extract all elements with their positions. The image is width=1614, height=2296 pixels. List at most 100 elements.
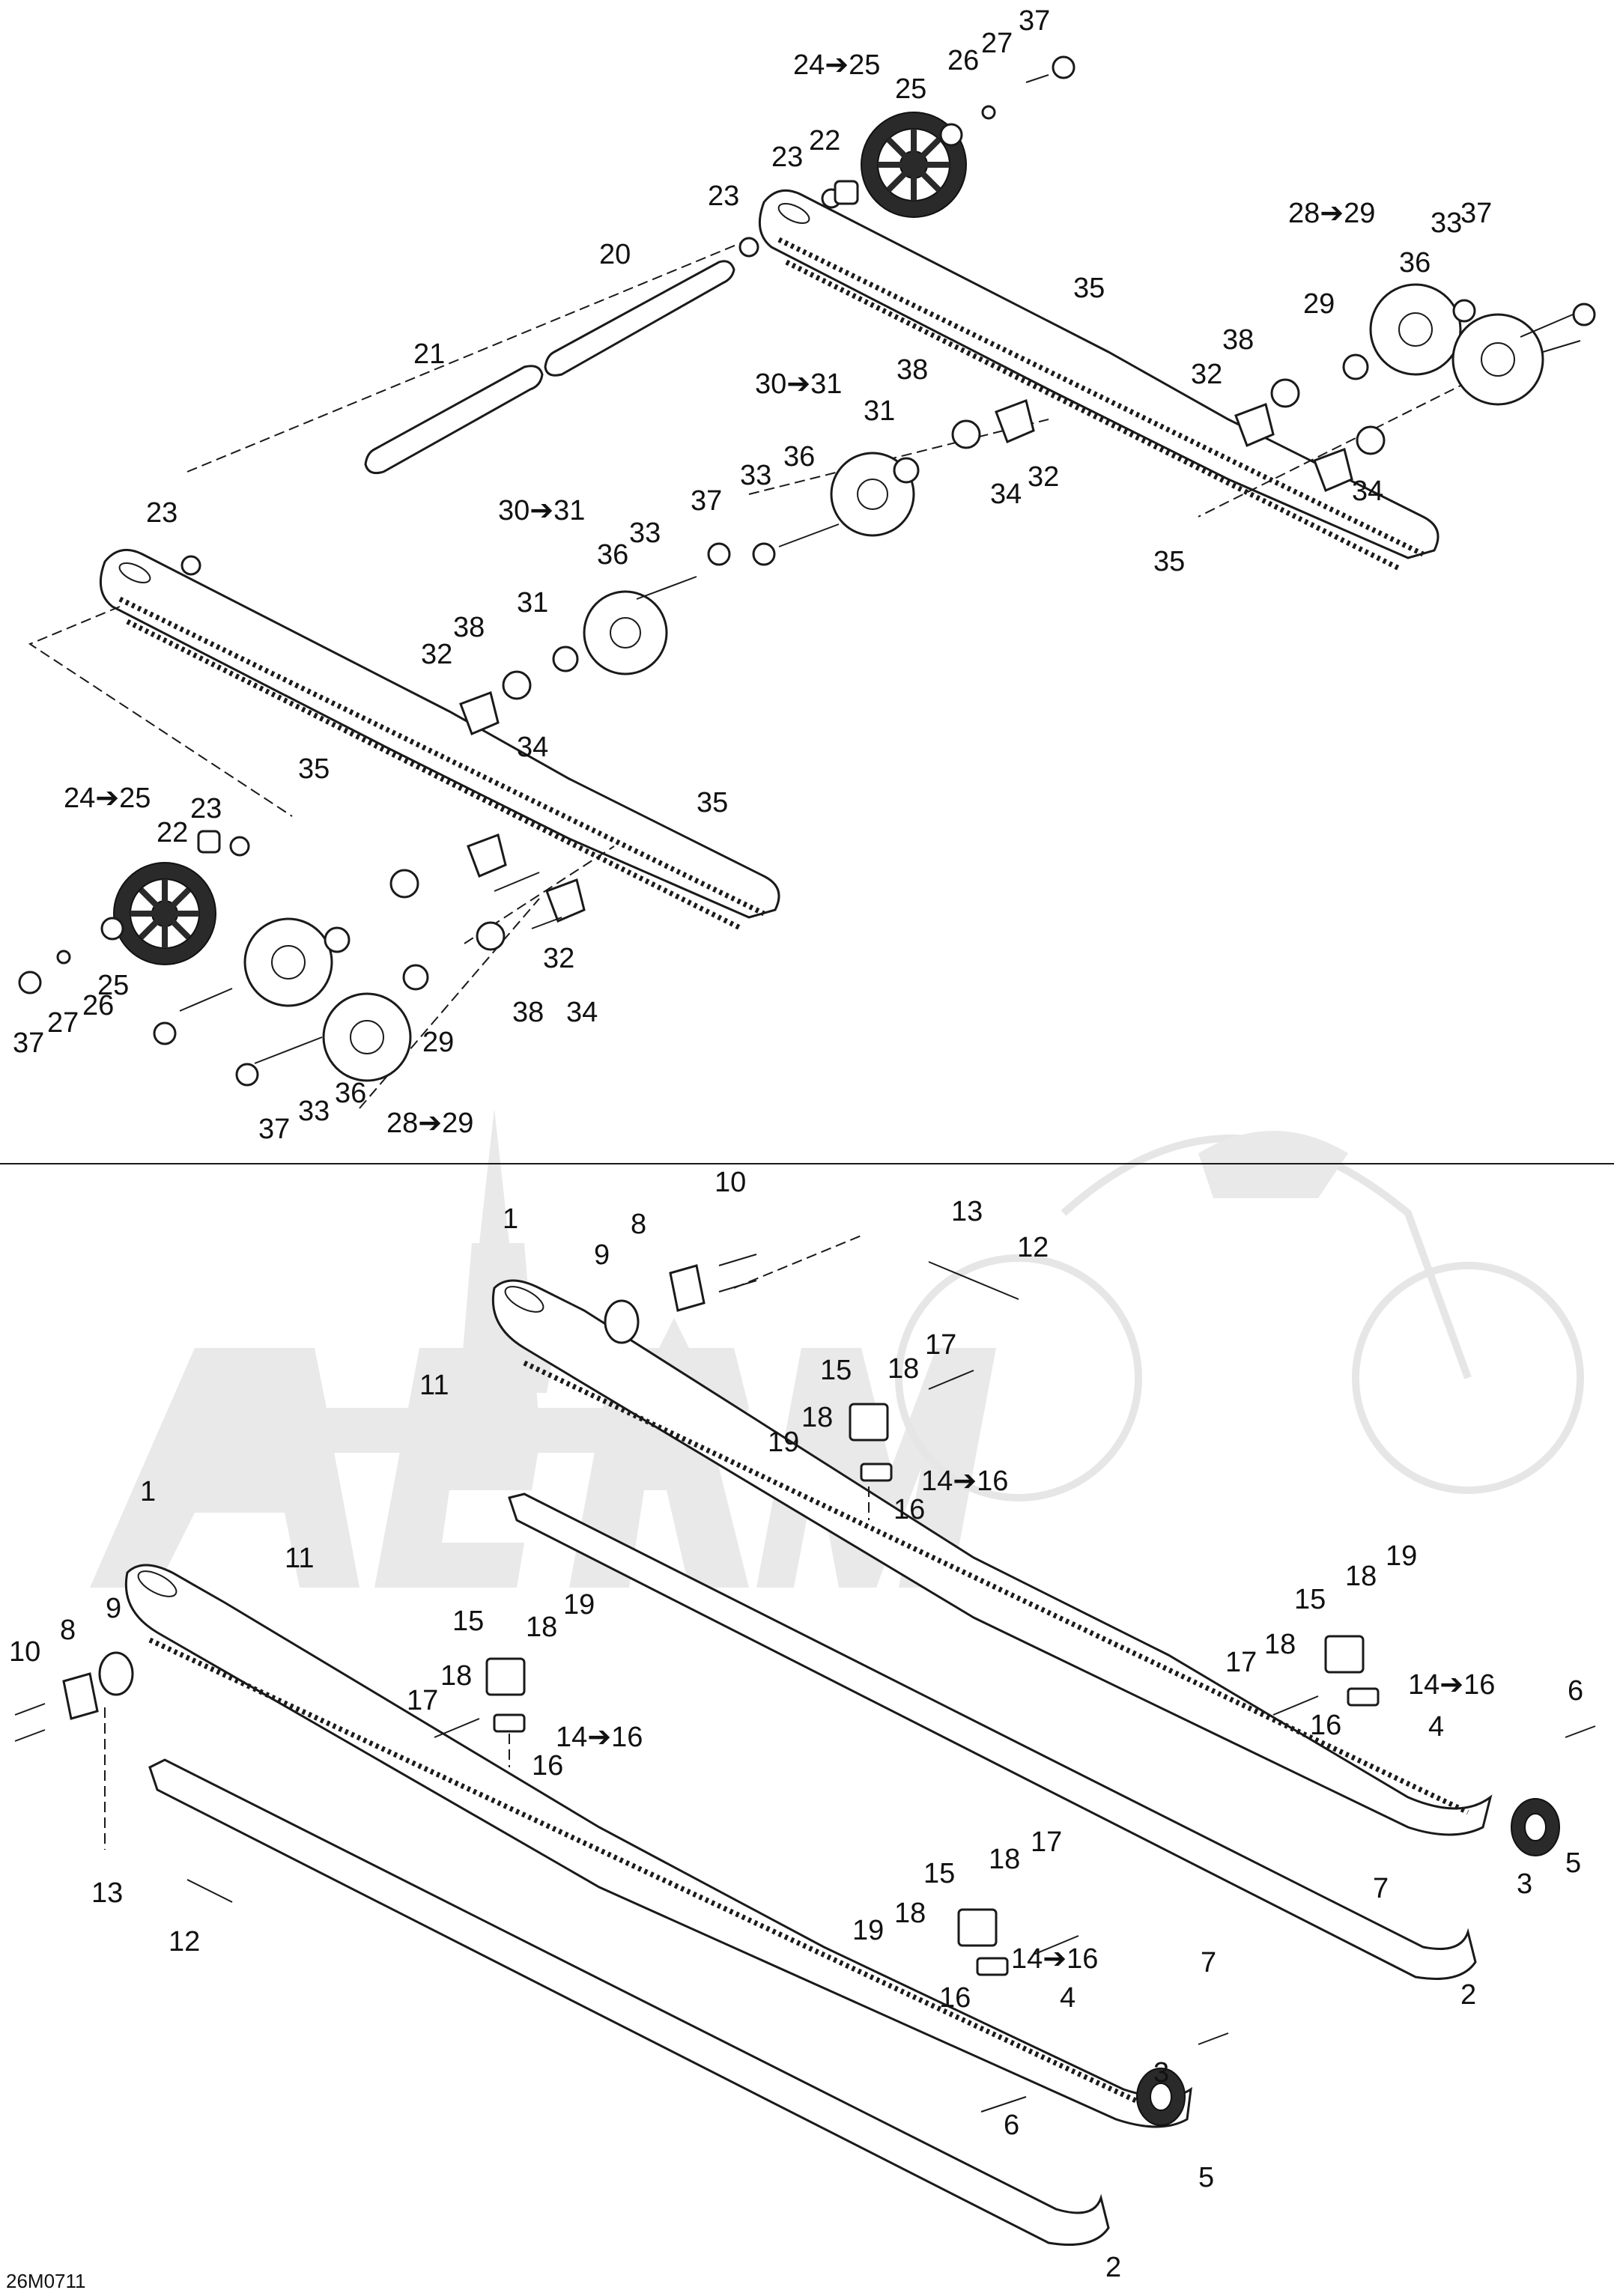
callout: 22 bbox=[157, 817, 188, 848]
callout: 24➔25 bbox=[793, 49, 880, 81]
callout: 23 bbox=[708, 180, 739, 212]
wear-strip-upper bbox=[508, 1492, 1477, 1980]
callout: 9 bbox=[594, 1239, 610, 1271]
callout: 31 bbox=[517, 587, 548, 619]
idler-wheel-top bbox=[861, 112, 967, 218]
upper-rail-left bbox=[99, 548, 780, 932]
callout: 14➔16 bbox=[921, 1466, 1008, 1497]
callout: 30➔31 bbox=[755, 368, 842, 400]
callout: 3 bbox=[1517, 1868, 1532, 1900]
callout: 7 bbox=[1373, 1873, 1389, 1904]
callout: 32 bbox=[1028, 461, 1059, 493]
callout: 7 bbox=[1201, 1947, 1216, 1978]
callout: 18 bbox=[1264, 1629, 1296, 1660]
callout: 38 bbox=[1222, 324, 1254, 356]
drawing-code: 26M0711 bbox=[6, 2270, 86, 2292]
callout: 2 bbox=[1460, 1979, 1476, 2011]
callout: 1 bbox=[140, 1476, 156, 1507]
callout: 36 bbox=[1399, 247, 1431, 279]
assembly-line bbox=[748, 419, 1049, 495]
callout: 35 bbox=[1073, 273, 1105, 304]
callout: 10 bbox=[9, 1636, 40, 1668]
callout: 33 bbox=[740, 460, 771, 491]
callout: 37 bbox=[1019, 5, 1050, 37]
brackets-32 bbox=[459, 399, 1353, 923]
callout: 38 bbox=[512, 997, 544, 1028]
callout: 11 bbox=[285, 1543, 314, 1574]
callouts-lower: 1 8 10 9 11 13 12 17 18 15 19 18 14➔16 1… bbox=[9, 1167, 1583, 2283]
callouts-upper: 24➔25 25 26 27 37 23 22 23 20 21 23 28➔2… bbox=[13, 5, 1492, 1145]
callout: 12 bbox=[1017, 1232, 1049, 1263]
callout: 17 bbox=[925, 1329, 956, 1361]
callout: 31 bbox=[864, 395, 895, 427]
callout: 17 bbox=[1225, 1647, 1257, 1678]
callout: 34 bbox=[1352, 476, 1383, 507]
callout: 32 bbox=[1191, 359, 1222, 390]
upper-rail-right bbox=[758, 189, 1439, 572]
callout: 33 bbox=[629, 517, 661, 549]
callout: 14➔16 bbox=[1011, 1943, 1098, 1975]
callout: 16 bbox=[1310, 1710, 1341, 1741]
callout: 35 bbox=[1153, 546, 1185, 577]
callout: 27 bbox=[47, 1007, 79, 1039]
callout: 19 bbox=[852, 1915, 884, 1946]
assembly-line bbox=[1198, 381, 1469, 517]
callout: 14➔16 bbox=[1408, 1669, 1495, 1701]
slide-rail-upper-right bbox=[491, 1279, 1493, 1836]
callout: 15 bbox=[1294, 1584, 1326, 1615]
callout: 16 bbox=[894, 1494, 925, 1525]
callout: 8 bbox=[60, 1615, 76, 1646]
callout: 22 bbox=[809, 125, 840, 157]
slide-rail-lower-left bbox=[124, 1564, 1192, 2128]
callout: 18 bbox=[801, 1402, 833, 1433]
bolts-lower bbox=[14, 1254, 1596, 2113]
callout: 5 bbox=[1198, 2162, 1214, 2193]
callout: 23 bbox=[146, 497, 178, 529]
callout: 29 bbox=[1303, 288, 1335, 320]
callout: 28➔29 bbox=[1288, 198, 1375, 229]
wheel-mid-lower bbox=[583, 590, 668, 675]
callout: 24➔25 bbox=[64, 783, 151, 814]
wear-strip-lower bbox=[148, 1758, 1110, 2246]
callout: 17 bbox=[1031, 1826, 1062, 1858]
callout: 14➔16 bbox=[556, 1722, 643, 1753]
shaft-part-20 bbox=[544, 260, 735, 377]
callout: 3 bbox=[1153, 2057, 1169, 2089]
callout: 27 bbox=[981, 28, 1013, 59]
callout: 33 bbox=[1431, 207, 1462, 239]
callout: 23 bbox=[771, 142, 803, 173]
slider-blocks bbox=[485, 1403, 1380, 1976]
callout: 37 bbox=[1460, 198, 1492, 229]
callout: 35 bbox=[298, 753, 330, 785]
callout: 2 bbox=[1105, 2252, 1121, 2283]
callout: 4 bbox=[1060, 1982, 1076, 2014]
callout: 32 bbox=[421, 639, 452, 670]
callout: 8 bbox=[631, 1209, 646, 1240]
callout: 9 bbox=[106, 1593, 121, 1624]
sleeve-part-21 bbox=[364, 365, 544, 475]
callout: 5 bbox=[1565, 1847, 1581, 1879]
callout: 18 bbox=[526, 1612, 557, 1643]
callout: 18 bbox=[1345, 1561, 1377, 1592]
callout: 1 bbox=[503, 1203, 518, 1235]
callout: 18 bbox=[894, 1898, 926, 1929]
callout: 20 bbox=[599, 239, 631, 270]
callout: 36 bbox=[597, 539, 628, 571]
callout: 37 bbox=[13, 1027, 44, 1059]
bearings-washers bbox=[18, 55, 1596, 1087]
end-cap-lower bbox=[1136, 2068, 1186, 2126]
callout: 30➔31 bbox=[498, 495, 585, 526]
assembly-line bbox=[186, 239, 750, 473]
callout: 26 bbox=[82, 990, 114, 1021]
assembly-line bbox=[359, 898, 540, 1109]
wheel-pair-left bbox=[243, 917, 412, 1082]
callout: 15 bbox=[452, 1606, 484, 1637]
callout: 28➔29 bbox=[386, 1108, 473, 1139]
assembly-line bbox=[28, 606, 293, 817]
callout: 19 bbox=[563, 1589, 595, 1621]
idler-wheel-left bbox=[113, 862, 216, 965]
callout: 34 bbox=[990, 479, 1022, 510]
callout: 19 bbox=[768, 1427, 799, 1458]
callout: 21 bbox=[413, 338, 445, 370]
